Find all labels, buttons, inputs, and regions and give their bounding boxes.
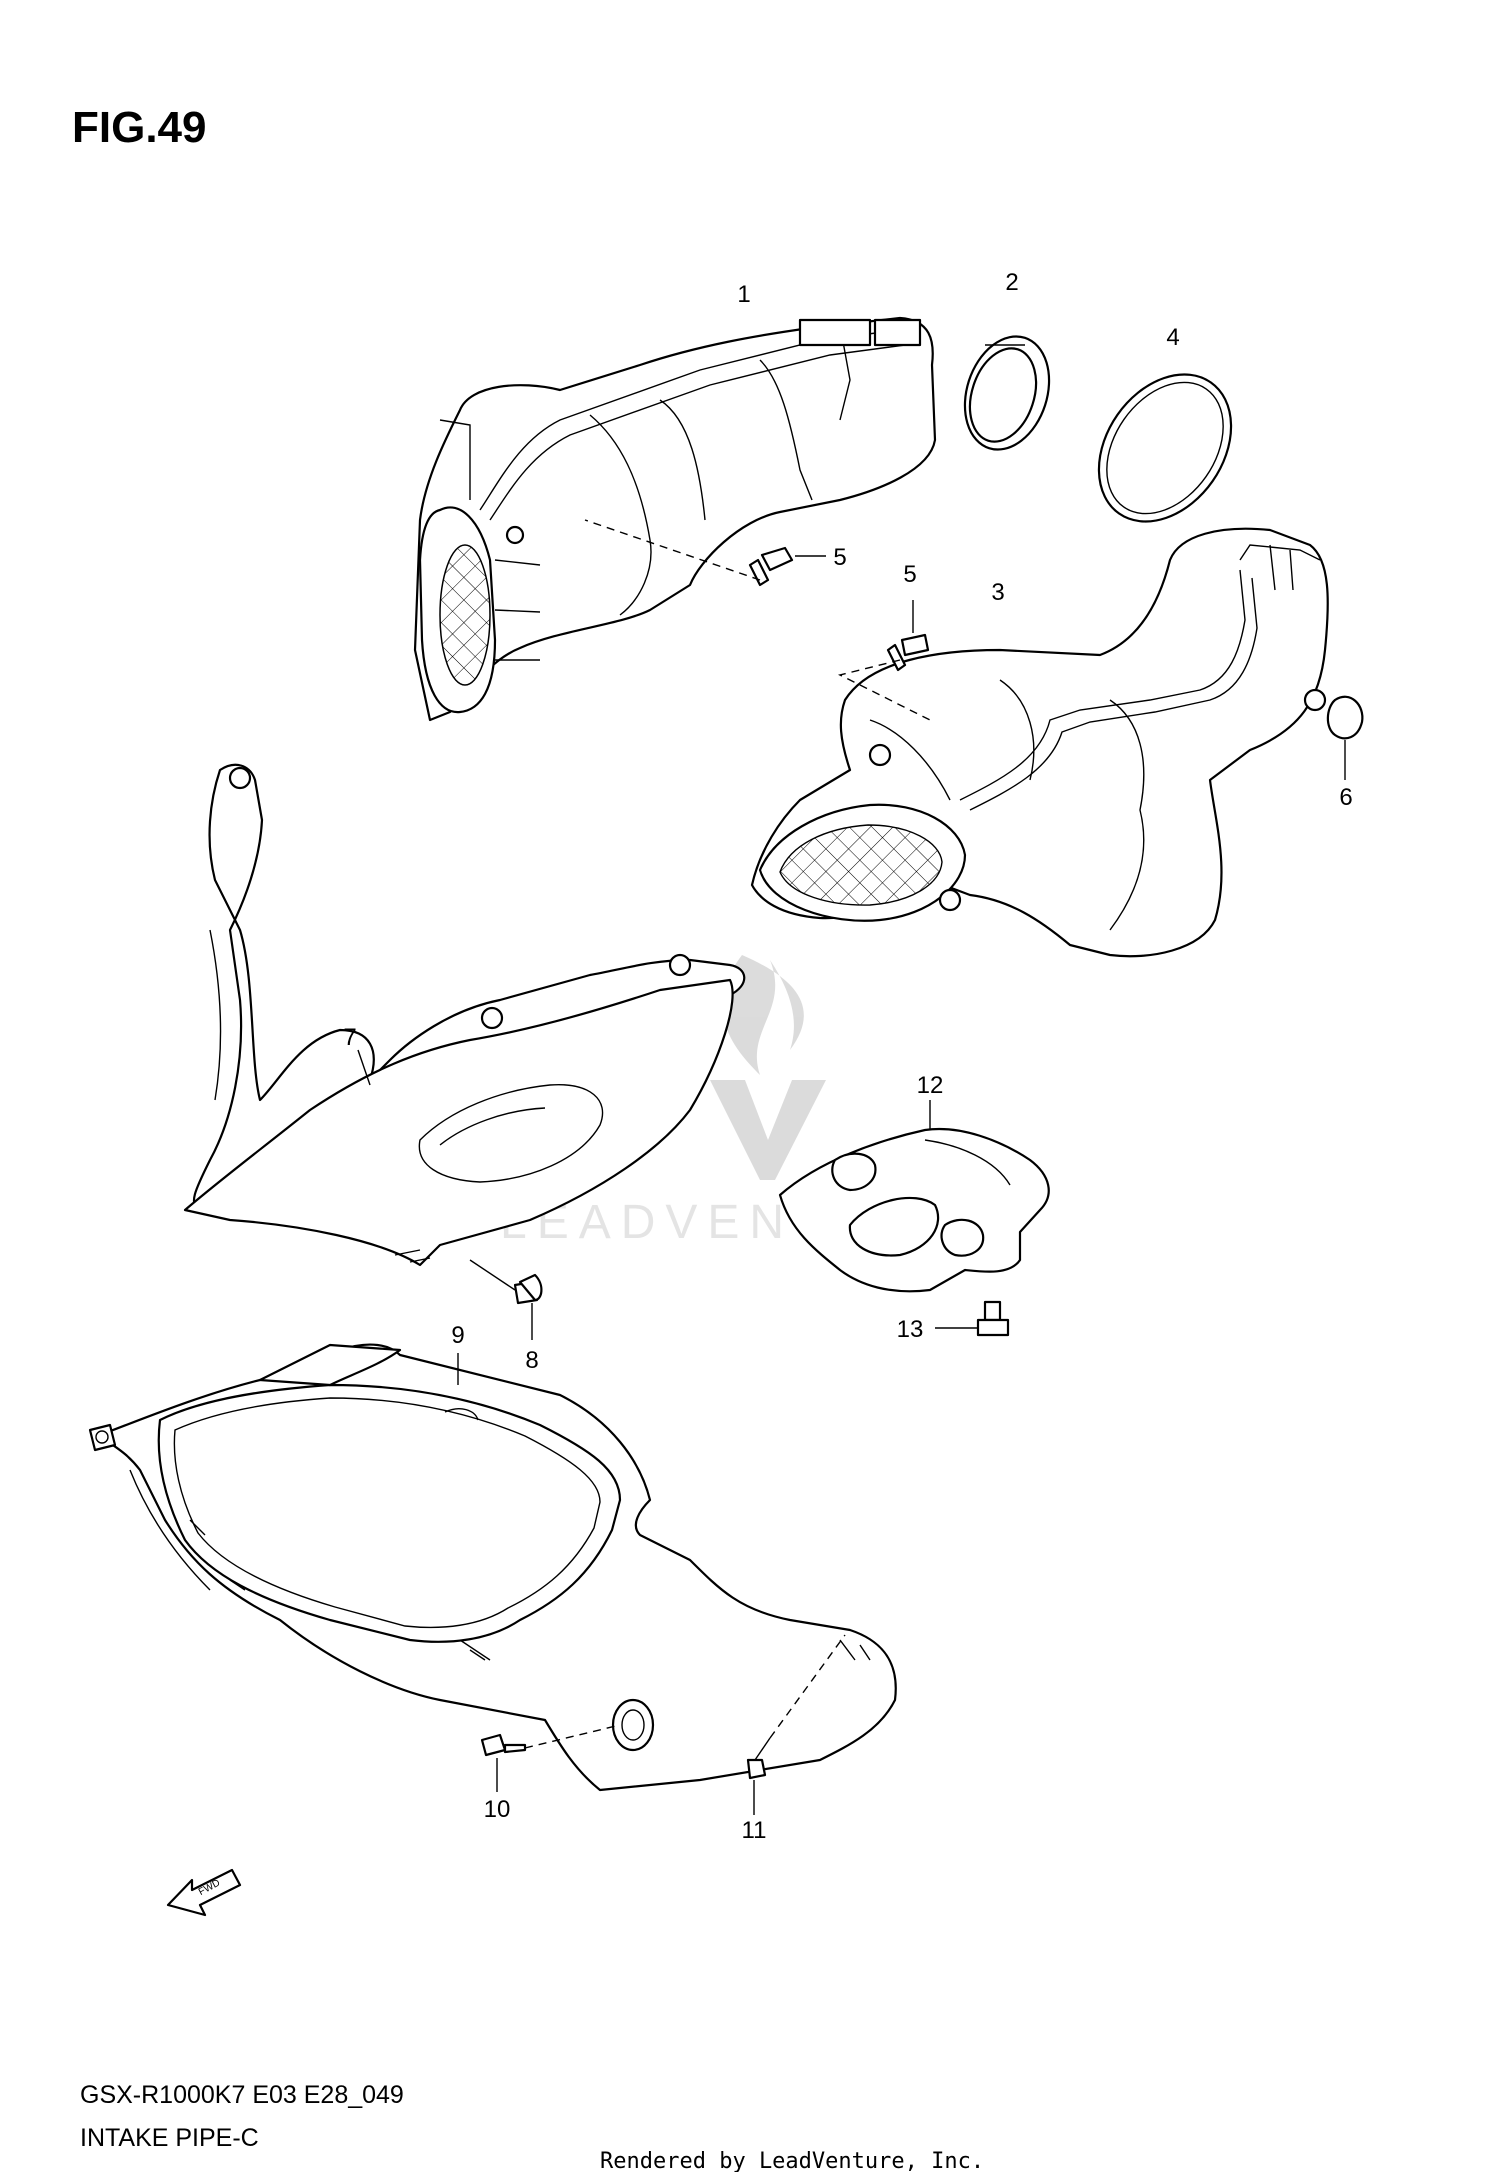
part-3-intake-pipe bbox=[750, 527, 1329, 958]
callout-7: 7 bbox=[343, 1024, 356, 1051]
part-8-fastener bbox=[469, 1259, 543, 1340]
callout-3: 3 bbox=[991, 579, 1004, 606]
part-1-intake-pipe bbox=[413, 316, 937, 722]
callout-11: 11 bbox=[742, 1817, 767, 1844]
part-11-fastener bbox=[746, 1634, 846, 1815]
figure-title: FIG.49 bbox=[72, 103, 207, 152]
part-10-fastener bbox=[480, 1724, 621, 1792]
callout-10: 10 bbox=[484, 1796, 511, 1823]
callout-4: 4 bbox=[1166, 324, 1179, 351]
part-5-fastener-lower bbox=[837, 600, 931, 721]
callout-2: 2 bbox=[1005, 269, 1018, 296]
callout-6: 6 bbox=[1339, 784, 1352, 811]
callout-1: 1 bbox=[737, 281, 750, 308]
callout-12: 12 bbox=[917, 1072, 944, 1099]
part-7-inner-cover bbox=[183, 763, 746, 1267]
part-4-seal bbox=[1097, 373, 1233, 523]
section-name: INTAKE PIPE-C bbox=[80, 2124, 259, 2152]
part-12-heat-shield bbox=[778, 1100, 1050, 1293]
rendered-by: Rendered by LeadVenture, Inc. bbox=[600, 2149, 984, 2172]
callout-8: 8 bbox=[525, 1347, 538, 1374]
forward-direction-arrow: FWD bbox=[166, 1868, 242, 1917]
callout-5-upper: 5 bbox=[833, 544, 846, 571]
part-2-ring bbox=[963, 335, 1051, 451]
part-9-lower-fairing bbox=[88, 1343, 897, 1792]
callout-5-lower: 5 bbox=[903, 561, 916, 588]
part-5-fastener-upper bbox=[584, 519, 826, 587]
callout-9: 9 bbox=[451, 1322, 464, 1349]
model-code: GSX-R1000K7 E03 E28_049 bbox=[80, 2081, 404, 2109]
callout-13: 13 bbox=[897, 1316, 924, 1343]
part-6-grommet bbox=[1326, 695, 1364, 780]
part-13-bolt bbox=[935, 1300, 1010, 1337]
